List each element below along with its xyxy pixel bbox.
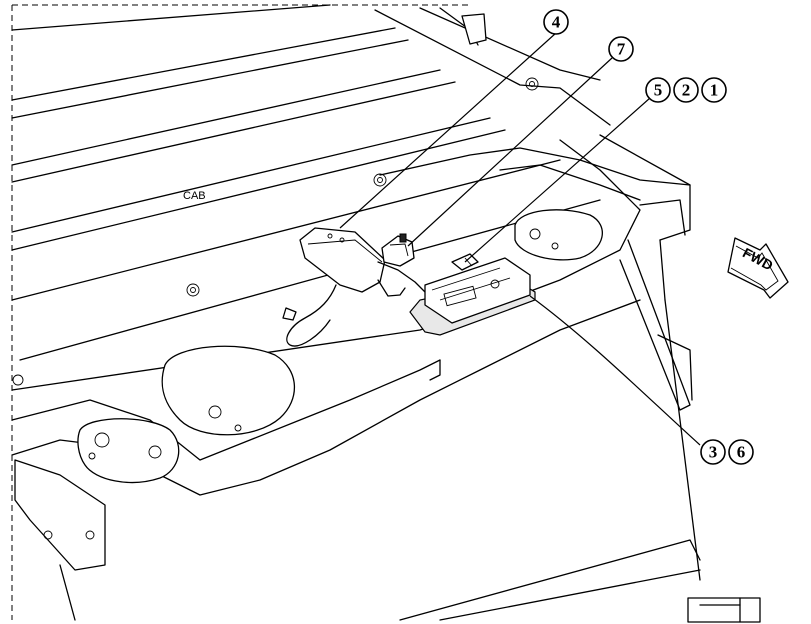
callout-3-6: 3 6 [529,295,754,465]
header-beam [11,139,691,496]
callout-4-label: 4 [552,13,561,32]
cab-label: CAB [183,190,206,202]
callout-4: 4 [339,9,569,229]
callout-6-label: 6 [737,443,746,462]
left-bracket [14,459,106,621]
display-unit [409,253,536,336]
callout-7-label: 7 [617,40,626,59]
bottom-structure [399,539,761,623]
dashed-frame [11,4,470,620]
component-7-connector [377,233,415,297]
callout-5-label: 5 [654,81,663,100]
callout-7: 7 [407,36,634,247]
callout-1-label: 1 [710,81,719,100]
roof-panel [11,4,611,386]
callout-5-2-1: 5 2 1 [464,77,727,263]
component-4-housing [282,227,426,347]
callout-2-label: 2 [682,81,691,100]
callout-3-label: 3 [709,443,718,462]
fwd-arrow: FWD [727,237,789,299]
right-pillar [599,134,701,581]
